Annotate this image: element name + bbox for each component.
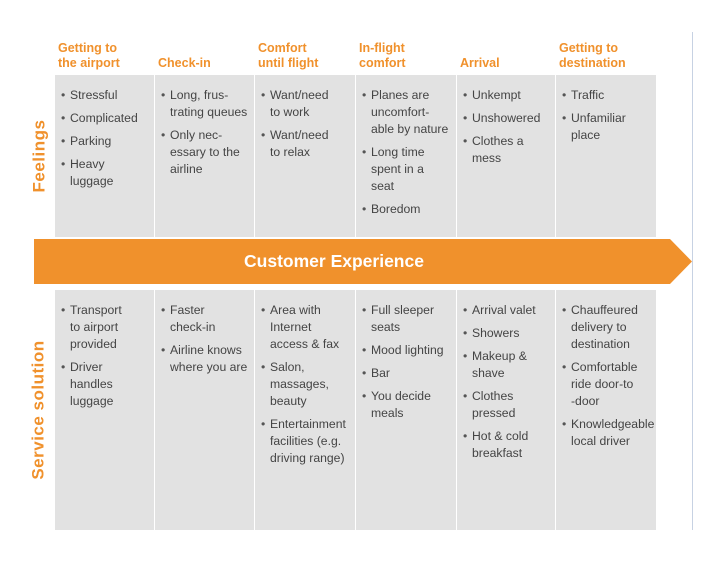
feelings-cell-destination: Traffic Unfamiliar place — [556, 75, 656, 237]
list-item: Arrival valet — [463, 302, 551, 319]
list-item: Stressful — [61, 87, 150, 104]
list-item: Want/need to relax — [261, 127, 351, 161]
service-cell-comfort: Area with Internet access & fax Salon, m… — [255, 290, 355, 530]
list-item: Bar — [362, 365, 452, 382]
feelings-cell-arrival: Unkempt Unshowered Clothes a mess — [457, 75, 555, 237]
list-item: Traffic — [562, 87, 652, 104]
list-item: Mood lighting — [362, 342, 452, 359]
list-item: Comfortable ride door-to -door — [562, 359, 652, 410]
list-item: Driver handles luggage — [61, 359, 150, 410]
list-item: Entertainment facilities (e.g. driving r… — [261, 416, 351, 467]
service-cell-arrival: Arrival valet Showers Makeup & shave Clo… — [457, 290, 555, 530]
list-item: Chauffeured delivery to destination — [562, 302, 652, 353]
column-header-airport: Getting to the airport — [58, 41, 120, 70]
list-item: Showers — [463, 325, 551, 342]
list-item: Unkempt — [463, 87, 551, 104]
service-cell-airport: Transport to airport provided Driver han… — [55, 290, 154, 530]
frame-border-line — [692, 32, 693, 530]
feelings-cell-airport: Stressful Complicated Parking Heavy lugg… — [55, 75, 154, 237]
list-item: Long, frus- trating queues — [161, 87, 250, 121]
arrow-label: Customer Experience — [244, 251, 424, 271]
list-item: Clothes pressed — [463, 388, 551, 422]
list-item: Boredom — [362, 201, 452, 218]
list-item: Unfamiliar place — [562, 110, 652, 144]
list-item: Clothes a mess — [463, 133, 551, 167]
list-item: Airline knows where you are — [161, 342, 250, 376]
list-item: Complicated — [61, 110, 150, 127]
feelings-cell-inflight: Planes are uncomfort- able by nature Lon… — [356, 75, 456, 237]
arrow-shape — [34, 239, 692, 284]
list-item: Salon, massages, beauty — [261, 359, 351, 410]
list-item: You decide meals — [362, 388, 452, 422]
column-header-inflight: In-flight comfort — [359, 41, 406, 70]
customer-experience-arrow: Customer Experience — [34, 239, 692, 284]
row-label-service-solution: Service solution — [29, 340, 49, 480]
list-item: Long time spent in a seat — [362, 144, 452, 195]
row-label-feelings: Feelings — [29, 119, 48, 193]
list-item: Planes are uncomfort- able by nature — [362, 87, 452, 138]
list-item: Knowledgeable local driver — [562, 416, 654, 450]
service-cell-destination: Chauffeured delivery to destination Comf… — [556, 290, 656, 530]
list-item: Transport to airport provided — [61, 302, 150, 353]
list-item: Faster check-in — [161, 302, 250, 336]
list-item: Makeup & shave — [463, 348, 551, 382]
column-header-comfort: Comfort until flight — [258, 41, 319, 70]
list-item: Parking — [61, 133, 150, 150]
feelings-cell-checkin: Long, frus- trating queues Only nec- ess… — [155, 75, 254, 237]
list-item: Want/need to work — [261, 87, 351, 121]
list-item: Heavy luggage — [61, 156, 150, 190]
column-header-checkin: Check-in — [158, 56, 211, 70]
list-item: Unshowered — [463, 110, 551, 127]
list-item: Area with Internet access & fax — [261, 302, 351, 353]
list-item: Only nec- essary to the airline — [161, 127, 250, 178]
list-item: Full sleeper seats — [362, 302, 452, 336]
service-cell-checkin: Faster check-in Airline knows where you … — [155, 290, 254, 530]
feelings-cell-comfort: Want/need to work Want/need to relax — [255, 75, 355, 237]
service-cell-inflight: Full sleeper seats Mood lighting Bar You… — [356, 290, 456, 530]
column-header-destination: Getting to destination — [559, 41, 626, 70]
list-item: Hot & cold breakfast — [463, 428, 551, 462]
column-header-arrival: Arrival — [460, 56, 500, 70]
